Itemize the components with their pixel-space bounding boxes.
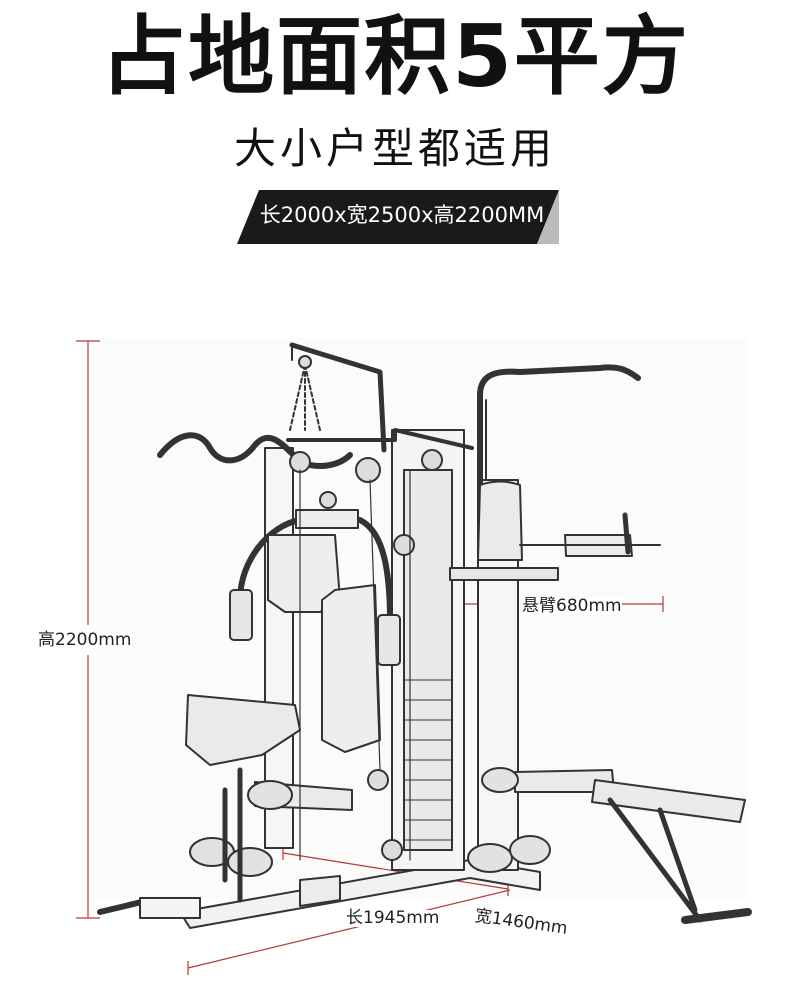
width-dimension-line <box>187 889 511 975</box>
height-label: 高2200mm <box>38 630 132 650</box>
dimensions-banner-text: 长2000x宽2500x高2200MM <box>259 203 545 227</box>
dimensions-banner-background <box>237 190 559 244</box>
arm-label: 悬臂680mm <box>522 596 622 616</box>
headline: 占地面积5平方 <box>100 7 690 107</box>
length-label: 长1945mm <box>346 908 440 928</box>
subheadline: 大小户型都适用 <box>233 124 556 173</box>
machine-line-art <box>97 342 752 929</box>
height-dimension-line <box>76 340 100 919</box>
